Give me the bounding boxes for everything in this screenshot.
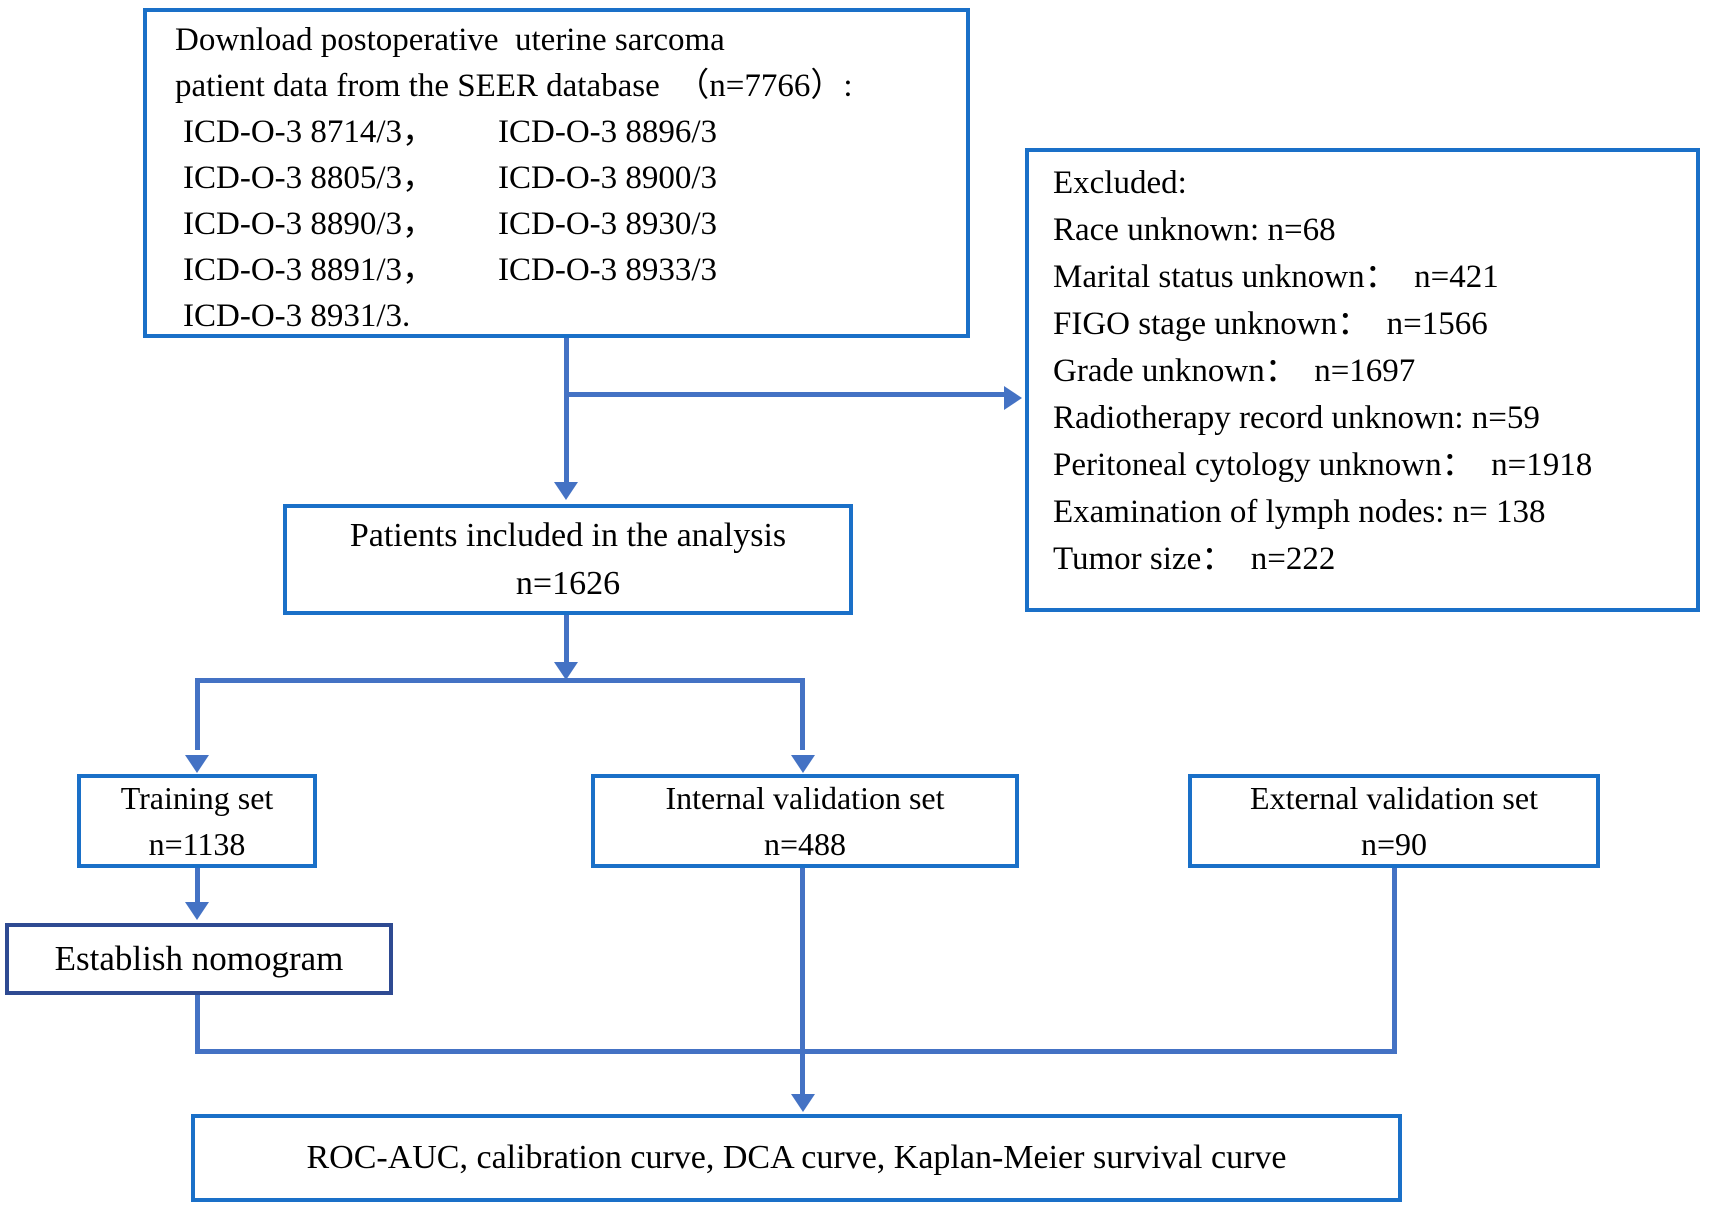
internal-validation-label: Internal validation set [665,780,945,816]
excluded-item: Race unknown: n=68 [1053,212,1336,248]
establish-nomogram-box: Establish nomogram [5,923,393,995]
patients-included-box: Patients included in the analysis n=1626 [283,504,853,615]
arrowhead-to-patients [554,482,578,500]
connector-to-excluded [564,392,1006,397]
external-validation-box: External validation set n=90 [1188,774,1600,868]
arrowhead-to-split [554,662,578,680]
outcome-box: ROC-AUC, calibration curve, DCA curve, K… [191,1114,1402,1202]
external-validation-count: n=90 [1360,826,1428,862]
icd-row: ICD-O-3 8890/3，ICD-O-3 8930/3 [183,206,718,242]
patients-included-count: n=1626 [515,564,621,602]
merge-line [195,1049,1397,1054]
icd-row: ICD-O-3 8714/3，ICD-O-3 8896/3 [183,114,718,150]
connector-training-to-nomogram [195,868,200,904]
connector-external-to-merge [1392,868,1397,1054]
patients-included-label: Patients included in the analysis [349,516,787,554]
excluded-box: Excluded: Race unknown: n=68 Marital sta… [1025,148,1700,612]
arrowhead-to-outcome [791,1094,815,1112]
icd-row: ICD-O-3 8891/3，ICD-O-3 8933/3 [183,252,718,288]
excluded-item: Tumor size： n=222 [1053,541,1336,577]
external-validation-label: External validation set [1250,780,1538,816]
connector-patients-to-split [564,615,569,665]
internal-validation-count: n=488 [763,826,847,862]
seer-download-box: Download postoperative uterine sarcoma p… [143,8,970,338]
training-set-box: Training set n=1138 [77,774,317,868]
connector-nomogram-to-merge [195,995,200,1054]
internal-validation-box: Internal validation set n=488 [591,774,1019,868]
excluded-item: Examination of lymph nodes: n= 138 [1053,494,1546,530]
excluded-item: Peritoneal cytology unknown： n=1918 [1053,447,1593,483]
establish-nomogram-label: Establish nomogram [54,939,344,978]
icd-row: ICD-O-3 8931/3. [183,298,411,334]
excluded-title: Excluded: [1053,165,1187,201]
arrowhead-to-training [185,755,209,773]
split-line [195,678,805,683]
training-set-label: Training set [120,780,274,816]
seer-line-1: Download postoperative uterine sarcoma [175,22,725,58]
connector-split-to-training [195,678,200,750]
arrowhead-to-internal [791,755,815,773]
excluded-item: Grade unknown： n=1697 [1053,353,1416,389]
arrowhead-to-excluded [1004,386,1022,410]
outcome-label: ROC-AUC, calibration curve, DCA curve, K… [306,1139,1287,1176]
seer-line-2: patient data from the SEER database （n=7… [175,68,853,104]
connector-top-to-patients [564,338,569,484]
arrowhead-to-nomogram [185,902,209,920]
excluded-item: Radiotherapy record unknown: n=59 [1053,400,1540,436]
icd-row: ICD-O-3 8805/3，ICD-O-3 8900/3 [183,160,718,196]
excluded-item: FIGO stage unknown： n=1566 [1053,306,1488,342]
connector-internal-to-outcome [800,868,805,1097]
connector-split-to-internal [800,678,805,750]
training-set-count: n=1138 [148,826,246,862]
excluded-item: Marital status unknown： n=421 [1053,259,1499,295]
